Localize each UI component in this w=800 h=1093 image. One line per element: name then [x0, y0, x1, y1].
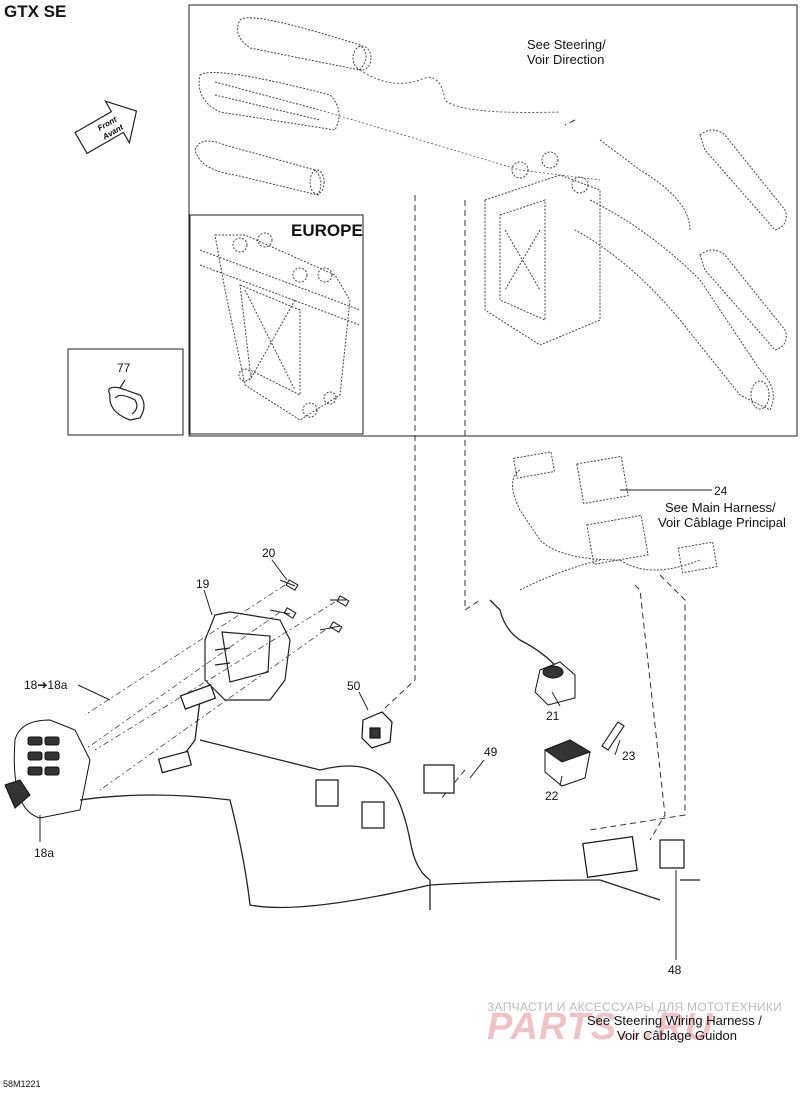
part-21 [534, 661, 576, 706]
main-harness-connectors [512, 451, 718, 591]
part-22 [543, 739, 592, 787]
inset-77-frame [67, 348, 184, 436]
switch-block-18 [4, 719, 91, 819]
note-steering: See Steering/ Voir Direction [527, 37, 606, 67]
note-main-harness-line1: See Main Harness/ [665, 500, 776, 515]
note-steering-line1: See Steering/ [527, 37, 606, 52]
callout-22: 22 [545, 789, 559, 803]
part-23 [601, 721, 625, 751]
callout-18-to-18a: 18➔18a [24, 678, 68, 692]
wiring-harness [79, 599, 700, 910]
callout-21: 21 [546, 709, 560, 723]
watermark-logo: PARTS…RU [487, 1006, 714, 1048]
callout-77: 77 [117, 361, 131, 375]
note-steering-harness-line1: See Steering Wiring Harness / [587, 1013, 762, 1028]
callout-49: 49 [484, 745, 498, 759]
harness-connectors [157, 684, 685, 878]
grip-right-parts [699, 129, 787, 351]
throttle-cable [359, 69, 561, 113]
note-main-harness-line2: Voir Câblage Principal [658, 515, 786, 530]
main-frame [188, 4, 798, 437]
europe-inset-frame [189, 214, 364, 435]
watermark-text: ЗАПЧАСТИ И АКСЕССУАРЫ ДЛЯ МОТОТЕХНИКИ [487, 1000, 783, 1014]
europe-label: EUROPE [291, 221, 363, 240]
diagram-title: GTX SE [4, 2, 67, 21]
document-id: 58M1221 [3, 1079, 41, 1089]
callout-19: 19 [196, 577, 210, 591]
callout-50: 50 [347, 679, 361, 693]
front-arrow: Front Avant [74, 100, 138, 155]
callout-23: 23 [622, 749, 636, 763]
note-steering-harness: See Steering Wiring Harness / Voir Câbla… [587, 1013, 762, 1043]
callout-20: 20 [262, 546, 276, 560]
leader-lines [384, 119, 686, 841]
housing-19 [204, 611, 291, 701]
note-main-harness: See Main Harness/ Voir Câblage Principal [658, 500, 786, 530]
note-steering-harness-line2: Voir Câblage Guidon [617, 1028, 737, 1043]
handle-grips-top [194, 17, 372, 196]
steering-clamp [484, 139, 774, 411]
callout-24: 24 [714, 484, 728, 498]
part-77-clip [108, 379, 145, 421]
callout-leaders [39, 489, 712, 960]
callout-48: 48 [668, 963, 682, 977]
europe-clamp [199, 232, 361, 421]
note-steering-line2: Voir Direction [527, 52, 605, 67]
callout-18a: 18a [34, 846, 55, 860]
connector-50 [361, 711, 393, 749]
